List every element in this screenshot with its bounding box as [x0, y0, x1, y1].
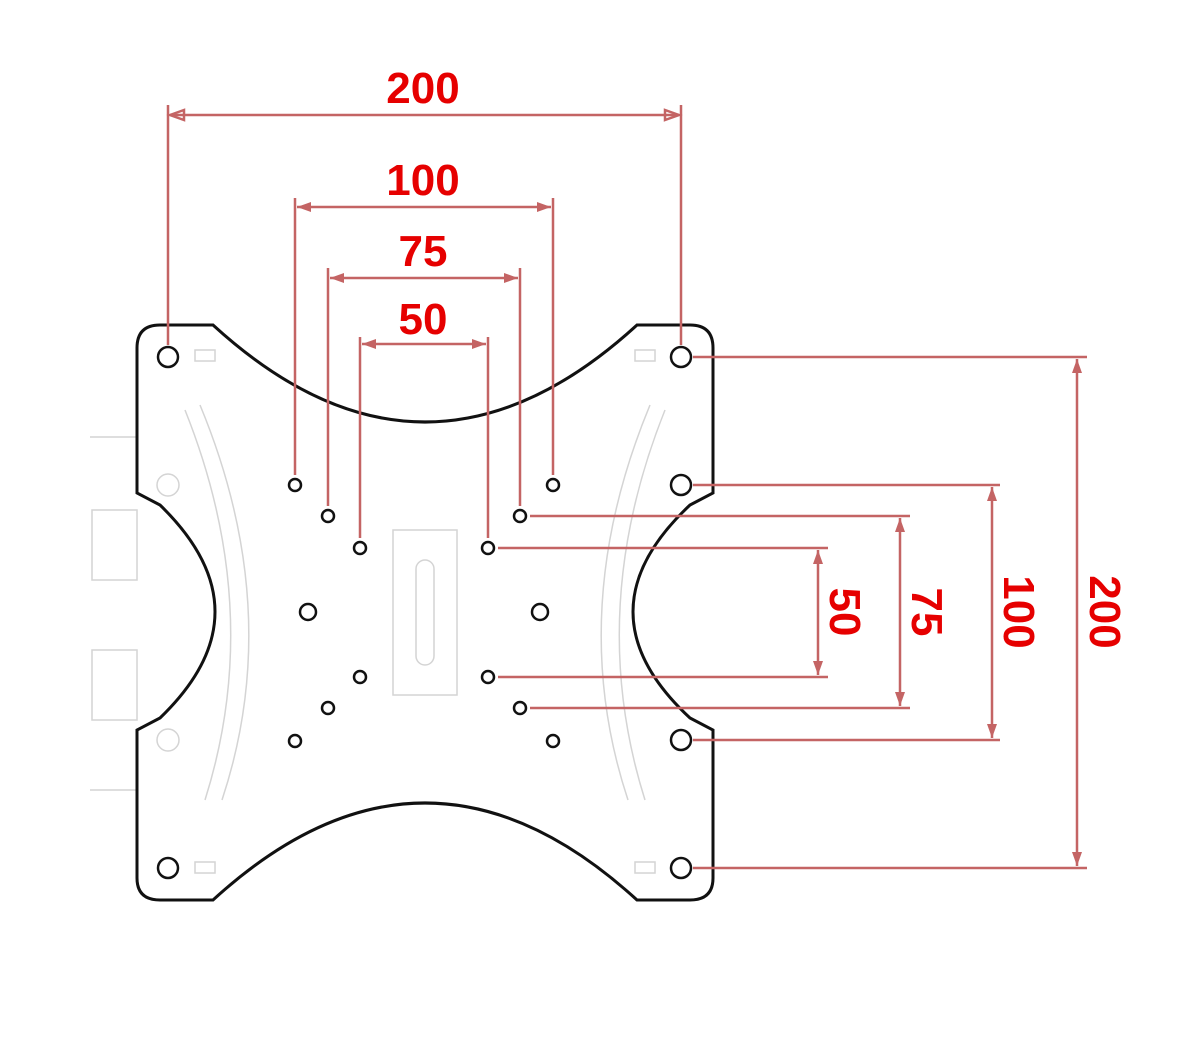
hole-200: [669, 856, 693, 880]
hole-75: [512, 700, 528, 716]
background-bracket-ghost: [90, 349, 666, 874]
hole-50: [480, 540, 496, 556]
hole-75: [512, 508, 528, 524]
hole-100: [545, 733, 561, 749]
hole-200: [669, 345, 693, 369]
hole-200: [156, 856, 180, 880]
hole-50: [352, 669, 368, 685]
dim-label-v50: 50: [820, 588, 869, 637]
hole-center: [530, 602, 550, 622]
dim-label-v100: 100: [994, 575, 1043, 648]
dim-label-h200: 200: [386, 64, 459, 113]
dim-label-v200: 200: [1080, 575, 1129, 648]
hole-50: [480, 669, 496, 685]
hole-side: [669, 728, 693, 752]
dim-label-h100: 100: [386, 156, 459, 205]
mounting-holes: [156, 345, 693, 880]
hole-75: [320, 700, 336, 716]
hole-200: [156, 345, 180, 369]
dim-label-h50: 50: [399, 295, 448, 344]
hole-100: [287, 477, 303, 493]
hole-75: [320, 508, 336, 524]
hole-side: [669, 473, 693, 497]
hole-center: [298, 602, 318, 622]
hole-50: [352, 540, 368, 556]
hole-100: [287, 733, 303, 749]
hole-100: [545, 477, 561, 493]
dim-label-v75: 75: [902, 588, 951, 637]
dim-label-h75: 75: [399, 227, 448, 276]
dimension-lines: [166, 105, 1087, 870]
plate-outline: [135, 323, 715, 902]
